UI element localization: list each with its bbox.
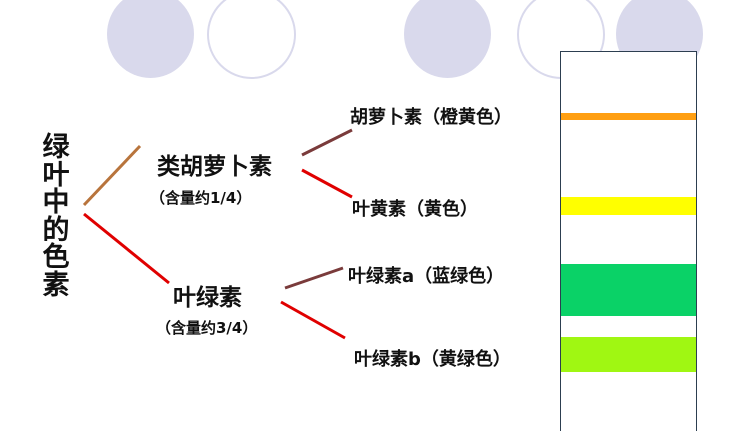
root-label: 绿叶中的色素	[42, 132, 70, 301]
line-chlorophyll-to-chlb	[280, 300, 346, 340]
decor-circle-filled-1	[107, 0, 194, 78]
line-root-to-carotenoids	[82, 144, 142, 207]
line-carotenoids-to-carotene	[301, 128, 353, 157]
pigment-xanthophyll-label: 叶黄素（黄色）	[352, 199, 478, 220]
band-xanthophyll	[561, 197, 696, 215]
decor-circle-outline-1	[207, 0, 296, 79]
group-chlorophyll-label: 叶绿素	[173, 285, 242, 311]
band-chlorophyll-a	[561, 264, 696, 316]
group-chlorophyll-share: （含量约3/4）	[156, 319, 258, 337]
group-carotenoids-share: （含量约1/4）	[150, 189, 252, 207]
line-chlorophyll-to-chla	[284, 266, 344, 290]
band-chlorophyll-b	[561, 337, 696, 372]
pigment-chlorophyll-b-label: 叶绿素b（黄绿色）	[354, 349, 511, 370]
chromatography-strip	[560, 51, 697, 431]
band-carotene	[561, 113, 696, 120]
pigment-carotene-label: 胡萝卜素（橙黄色）	[350, 107, 512, 128]
pigment-chlorophyll-a-label: 叶绿素a（蓝绿色）	[348, 266, 505, 287]
connector-lines	[82, 128, 353, 340]
line-root-to-chlorophyll	[83, 212, 170, 285]
decor-circle-filled-2	[404, 0, 491, 78]
group-carotenoids-label: 类胡萝卜素	[157, 154, 272, 180]
line-carotenoids-to-xanthophyll	[301, 168, 353, 199]
